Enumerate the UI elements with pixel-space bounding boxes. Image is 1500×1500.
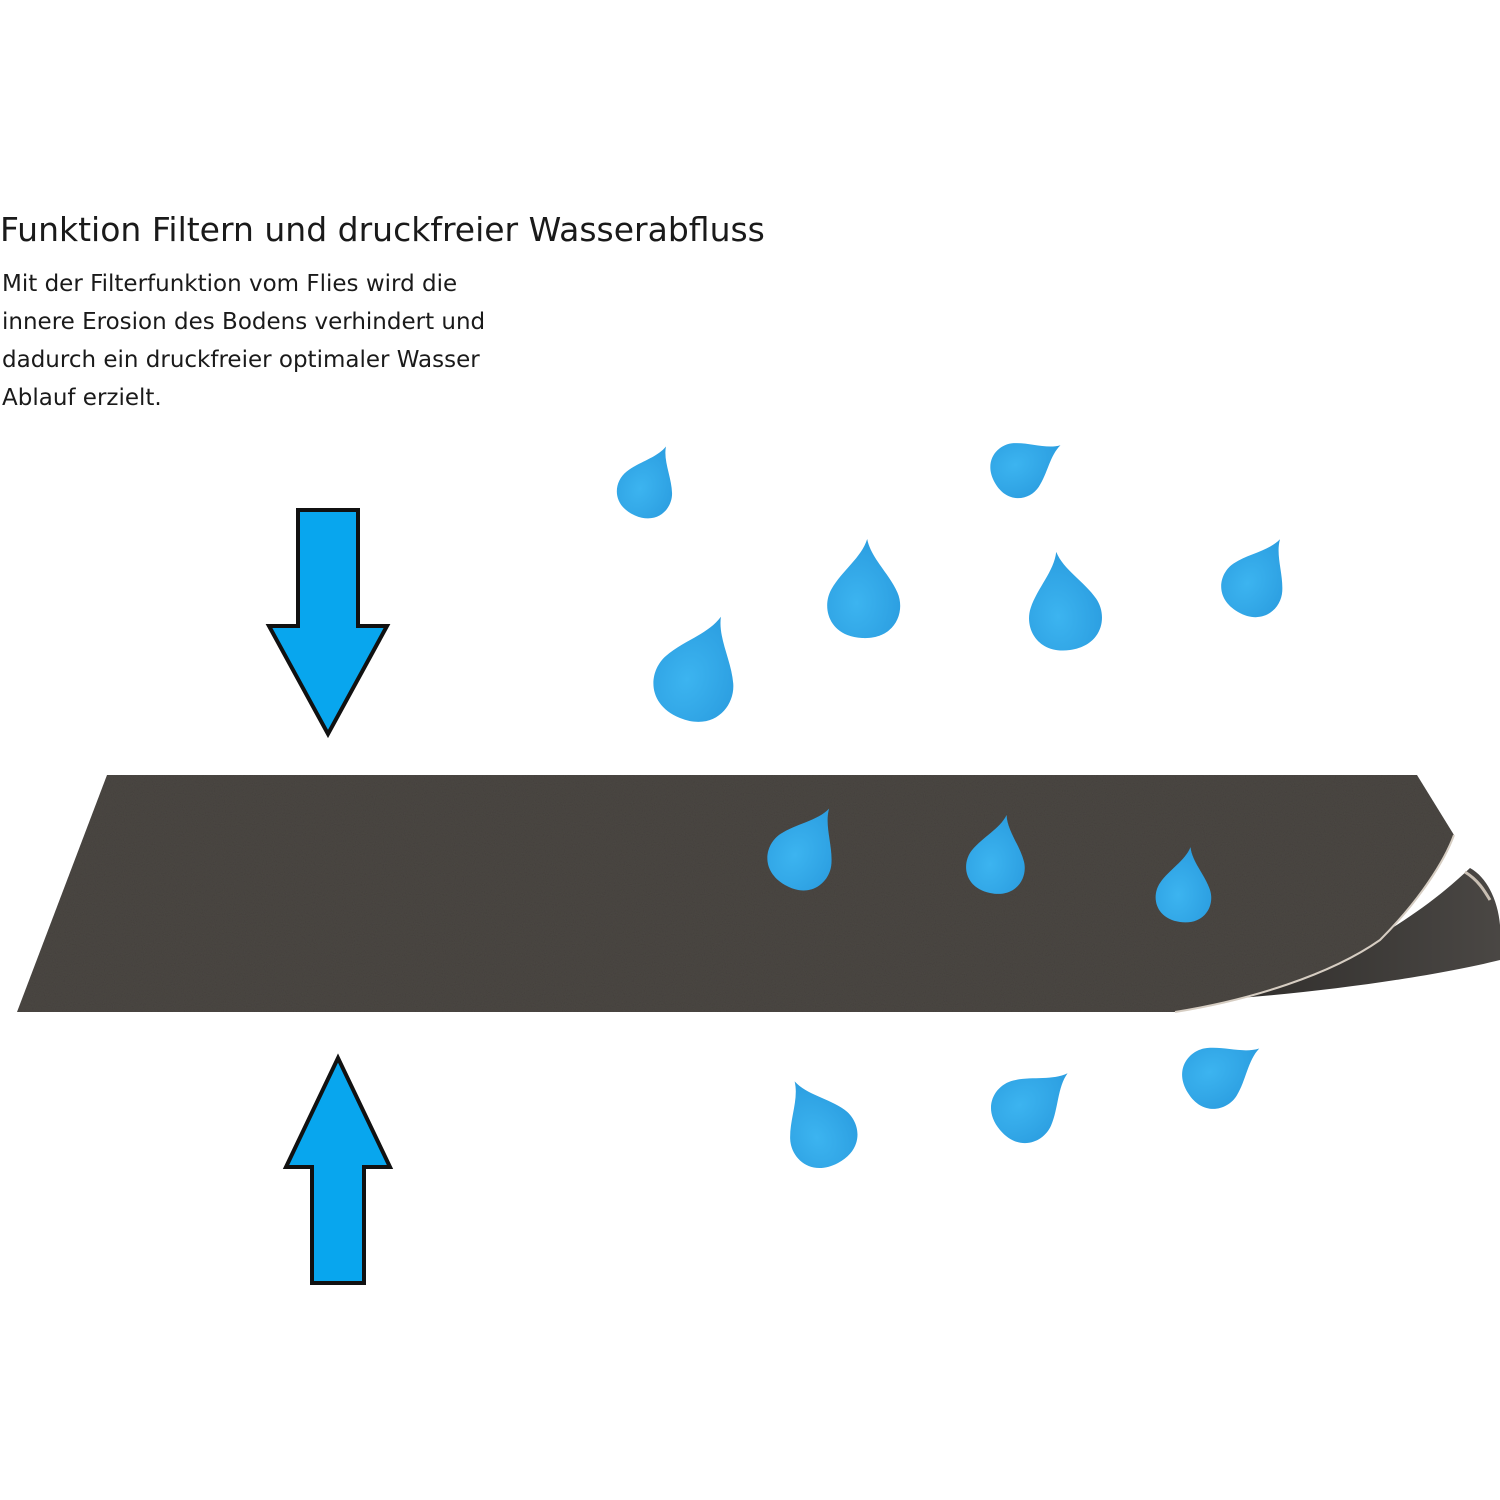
water-drop-icon bbox=[990, 443, 1061, 498]
arrow-up-icon bbox=[282, 1053, 394, 1285]
description-line: innere Erosion des Bodens verhindert und bbox=[2, 309, 486, 335]
fleece-sheet bbox=[17, 775, 1500, 1013]
description-line: dadurch ein druckfreier optimaler Wasser bbox=[2, 347, 480, 373]
water-drop-icon bbox=[616, 446, 673, 519]
water-drop-icon bbox=[1221, 539, 1283, 618]
arrow-down-icon bbox=[265, 508, 391, 739]
water-drop-icon bbox=[827, 539, 901, 639]
diagram-description: Mit der Filterfunktion vom Flies wird di… bbox=[2, 265, 562, 417]
water-drop-icon bbox=[653, 616, 734, 722]
description-line: Mit der Filterfunktion vom Flies wird di… bbox=[2, 271, 458, 297]
diagram-title: Funktion Filtern und druckfreier Wassera… bbox=[0, 210, 765, 249]
water-drop-icon bbox=[966, 814, 1025, 894]
water-drop-icon bbox=[1155, 847, 1212, 923]
water-drop-icon bbox=[1182, 1047, 1260, 1109]
description-line: Ablauf erzielt. bbox=[2, 385, 162, 411]
water-drop-icon bbox=[790, 1081, 858, 1169]
water-drop-icon bbox=[990, 1073, 1068, 1144]
water-drop-icon bbox=[767, 808, 832, 891]
water-drop-icon bbox=[1029, 551, 1102, 651]
